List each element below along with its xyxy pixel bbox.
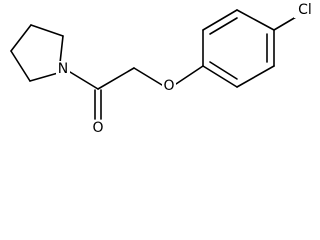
molecule-structure: N O O Cl [10, 2, 316, 136]
bond-ring-c2-c3 [10, 24, 32, 52]
bond-ar-6-1 [202, 65, 238, 88]
bond-carbonyl-ch2 [97, 67, 135, 90]
bond-n-carbonyl-c [69, 71, 99, 90]
bond-ether-o-ring [175, 65, 204, 85]
atom-nitrogen: N [56, 61, 70, 77]
carbonyl-oxygen-label: O [92, 120, 103, 136]
benzene-ring [202, 9, 275, 88]
bond-ring-c4-n [29, 72, 59, 82]
atom-carbonyl-oxygen: O [91, 120, 105, 136]
bond-ar-2-3 [202, 9, 238, 31]
chlorine-label: Cl [298, 2, 312, 18]
carbonyl-double-bond [94, 89, 102, 120]
bond-ar-3-4 [236, 9, 275, 31]
bond-ch2-ether-o [133, 67, 163, 86]
bond-ar-inner-a [209, 17, 238, 35]
bond-ring-c3-c4 [10, 50, 31, 82]
bond-ar-inner-c [209, 61, 238, 80]
bond-ar-cl [273, 16, 297, 31]
atom-chlorine: Cl [294, 2, 316, 18]
atom-ether-oxygen: O [162, 78, 176, 94]
bond-n-ring-c1 [59, 35, 64, 64]
bond-ring-c1-c2 [30, 24, 64, 37]
ether-oxygen-label: O [163, 78, 174, 94]
pyrrolidine-ring [10, 24, 64, 82]
bond-ar-5-6 [236, 65, 275, 88]
nitrogen-label: N [58, 61, 68, 77]
